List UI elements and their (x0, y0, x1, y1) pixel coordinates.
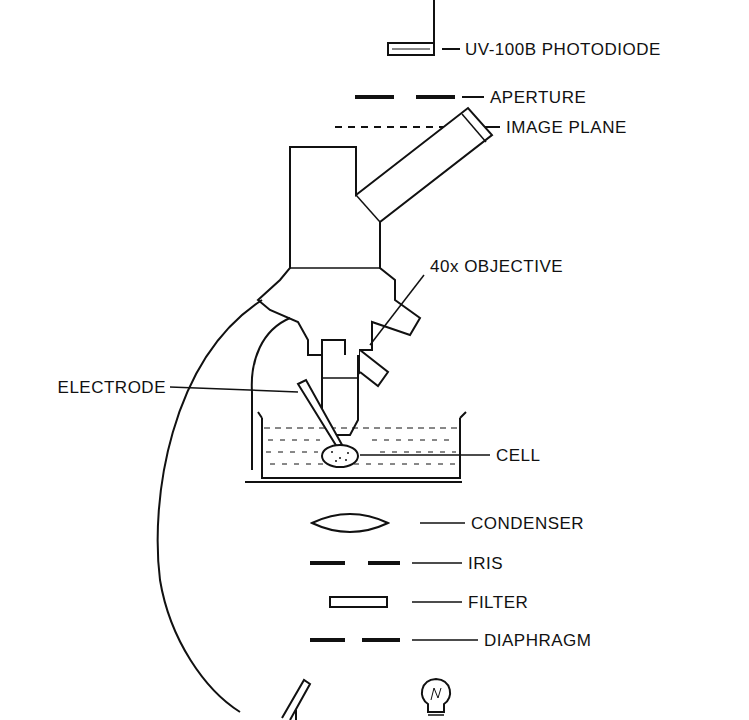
frame-inner (252, 318, 290, 470)
aperture-plate (416, 95, 455, 99)
photodiode-lead (433, 0, 435, 43)
part-label: CELL (494, 447, 543, 464)
dish-handle (258, 412, 466, 418)
part-label: UV-100B PHOTODIODE (463, 41, 663, 58)
lamp-filament (431, 688, 441, 700)
leader-line (412, 562, 462, 564)
lamp-bulb (422, 679, 450, 712)
part-label: IMAGE PLANE (504, 119, 629, 136)
liquid-surface (264, 428, 458, 429)
leader-line (442, 48, 460, 50)
cell-texture (331, 451, 349, 462)
leader-line (462, 96, 484, 98)
arm-joint (356, 195, 380, 222)
filter (330, 597, 387, 607)
part-label: ELECTRODE (56, 379, 168, 396)
part-label: IRIS (466, 555, 505, 572)
photodiode (388, 43, 434, 55)
cell (322, 445, 358, 467)
leader-line (412, 601, 462, 603)
dish (262, 418, 460, 478)
stage (245, 481, 462, 483)
part-label: FILTER (466, 594, 530, 611)
microscope-head (258, 108, 492, 388)
photodiode-detail (392, 49, 430, 50)
part-label: APERTURE (488, 89, 588, 106)
condenser-lens (312, 514, 388, 532)
diaphragm-blade (362, 638, 400, 642)
mirror-stand (295, 710, 297, 720)
aperture-plate (355, 95, 394, 99)
mirror (282, 680, 310, 720)
iris-blade (310, 561, 345, 565)
leader-line (412, 639, 478, 641)
liquid-hatching (266, 440, 456, 464)
objective-ring (322, 377, 358, 379)
frame-arc (158, 300, 262, 712)
lamp-base (428, 714, 444, 716)
leader-line (360, 454, 490, 456)
leader-line (420, 522, 465, 524)
leader-line (170, 387, 298, 392)
leader-line (370, 275, 424, 345)
second-objective (360, 350, 388, 386)
part-label: DIAPHRAGM (482, 632, 593, 649)
eyepiece-ring (462, 114, 486, 142)
electrode (298, 380, 346, 455)
diaphragm-blade (310, 638, 345, 642)
iris-blade (368, 561, 400, 565)
nosepiece-edge (290, 267, 380, 269)
part-label: CONDENSER (469, 515, 586, 532)
part-label: 40x OBJECTIVE (428, 258, 565, 275)
